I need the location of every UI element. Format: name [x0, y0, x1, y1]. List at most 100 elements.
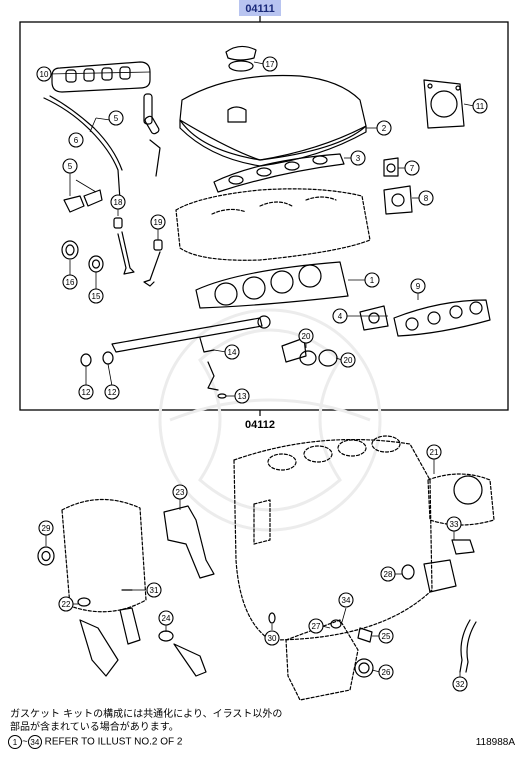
callout-14[interactable]: 14: [224, 344, 240, 360]
callout-15[interactable]: 15: [88, 288, 104, 304]
callout-12-right[interactable]: 12: [104, 384, 120, 400]
callout-10[interactable]: 10: [36, 66, 52, 82]
camshaft-assembly: [111, 315, 271, 353]
svg-text:28: 28: [384, 570, 393, 579]
callout-21[interactable]: 21: [426, 444, 442, 460]
drain-plug: [330, 619, 374, 678]
ref-text: REFER TO ILLUST NO.2 OF 2: [44, 736, 183, 748]
svg-text:21: 21: [430, 448, 439, 457]
callout-26[interactable]: 26: [378, 664, 394, 680]
valve: [143, 239, 163, 287]
valve-stem-seal: [113, 217, 135, 275]
callout-1[interactable]: 1: [364, 272, 380, 288]
callout-34[interactable]: 34: [338, 592, 354, 608]
svg-text:25: 25: [382, 632, 391, 641]
oil-pump-assembly: [158, 630, 207, 677]
callout-29[interactable]: 29: [38, 520, 54, 536]
callout-12-left[interactable]: 12: [78, 384, 94, 400]
svg-text:33: 33: [450, 520, 459, 529]
kit-code-04111[interactable]: 04111: [245, 3, 274, 15]
crank-oil-seal-small: [88, 255, 104, 273]
callout-33[interactable]: 33: [446, 516, 462, 532]
callout-4[interactable]: 4: [332, 308, 348, 324]
callout-20-top[interactable]: 20: [298, 328, 314, 344]
svg-text:8: 8: [424, 194, 429, 203]
callout-24[interactable]: 24: [158, 610, 174, 626]
exhaust-manifold-gasket-small: [359, 305, 389, 331]
callout-27[interactable]: 27: [308, 618, 324, 634]
svg-text:32: 32: [456, 680, 465, 689]
callout-31[interactable]: 31: [146, 582, 162, 598]
ref-tilde: ~: [22, 736, 28, 748]
oil-filter: [401, 559, 457, 593]
document-id: 118988A: [475, 737, 515, 748]
svg-text:9: 9: [416, 282, 421, 291]
oil-pan: [285, 619, 359, 701]
svg-text:23: 23: [176, 488, 185, 497]
kit-04111-frame: [19, 21, 509, 411]
washer-30: [268, 612, 276, 624]
callout-18[interactable]: 18: [110, 194, 126, 210]
svg-text:19: 19: [154, 218, 163, 227]
svg-text:24: 24: [162, 614, 171, 623]
svg-text:10: 10: [40, 70, 49, 79]
svg-text:12: 12: [108, 388, 117, 397]
callout-2[interactable]: 2: [376, 120, 392, 136]
svg-text:20: 20: [302, 332, 311, 341]
callout-13[interactable]: 13: [234, 388, 250, 404]
callout-32[interactable]: 32: [452, 676, 468, 692]
svg-text:5: 5: [114, 114, 119, 123]
svg-text:34: 34: [342, 596, 351, 605]
svg-text:17: 17: [266, 60, 275, 69]
callout-25[interactable]: 25: [378, 628, 394, 644]
svg-text:12: 12: [82, 388, 91, 397]
callout-22[interactable]: 22: [58, 596, 74, 612]
o-ring-left: [80, 353, 92, 367]
kit-code-04112[interactable]: 04112: [245, 419, 275, 431]
callout-30[interactable]: 30: [264, 630, 280, 646]
crankshaft-front-oil-seal: [37, 546, 55, 566]
svg-text:18: 18: [114, 198, 123, 207]
callout-23[interactable]: 23: [172, 484, 188, 500]
callout-20-right[interactable]: 20: [340, 352, 356, 368]
tube-clips: [63, 189, 103, 213]
callout-17[interactable]: 17: [262, 56, 278, 72]
kit-note-line-1: ガスケット キットの構成には共通化により、イラスト以外の: [10, 709, 283, 720]
intake-manifold-gasket: [51, 61, 151, 93]
dipstick-guide: [43, 97, 121, 201]
oil-pressure-switch: [451, 539, 475, 555]
callout-8[interactable]: 8: [418, 190, 434, 206]
callout-5-bottom[interactable]: 5: [62, 158, 78, 174]
svg-text:5: 5: [68, 162, 73, 171]
svg-text:14: 14: [228, 348, 237, 357]
spark-plug-tube-seals: [143, 93, 161, 177]
callout-19[interactable]: 19: [150, 214, 166, 230]
callout-11[interactable]: 11: [472, 98, 488, 114]
o-ring-right: [102, 351, 114, 365]
illustration-reference: 1~34 REFER TO ILLUST NO.2 OF 2: [8, 735, 182, 749]
timing-cover-gasket: [163, 505, 215, 579]
callout-7[interactable]: 7: [404, 160, 420, 176]
pcv-hose: [459, 619, 471, 673]
kit-code-badge-04111[interactable]: [239, 0, 281, 16]
callout-9[interactable]: 9: [410, 278, 426, 294]
callout-5-top[interactable]: 5: [108, 110, 124, 126]
callout-3[interactable]: 3: [350, 150, 366, 166]
ref-start-callout: 1: [8, 735, 22, 749]
svg-text:6: 6: [74, 136, 79, 145]
vacuum-switch: [207, 337, 307, 399]
rear-oil-seal-retainer: [427, 473, 495, 526]
ref-end-callout: 34: [27, 735, 42, 749]
svg-text:1: 1: [370, 276, 375, 285]
svg-text:22: 22: [62, 600, 71, 609]
svg-text:2: 2: [382, 124, 387, 133]
svg-text:11: 11: [476, 102, 485, 111]
svg-text:20: 20: [344, 356, 353, 365]
svg-text:31: 31: [150, 586, 159, 595]
timing-chain-cover: [61, 498, 147, 613]
water-outlet-gasket: [383, 157, 399, 177]
callout-16[interactable]: 16: [62, 274, 78, 290]
callout-6[interactable]: 6: [68, 132, 84, 148]
callout-28[interactable]: 28: [380, 566, 396, 582]
water-inlet-gasket: [383, 185, 413, 215]
